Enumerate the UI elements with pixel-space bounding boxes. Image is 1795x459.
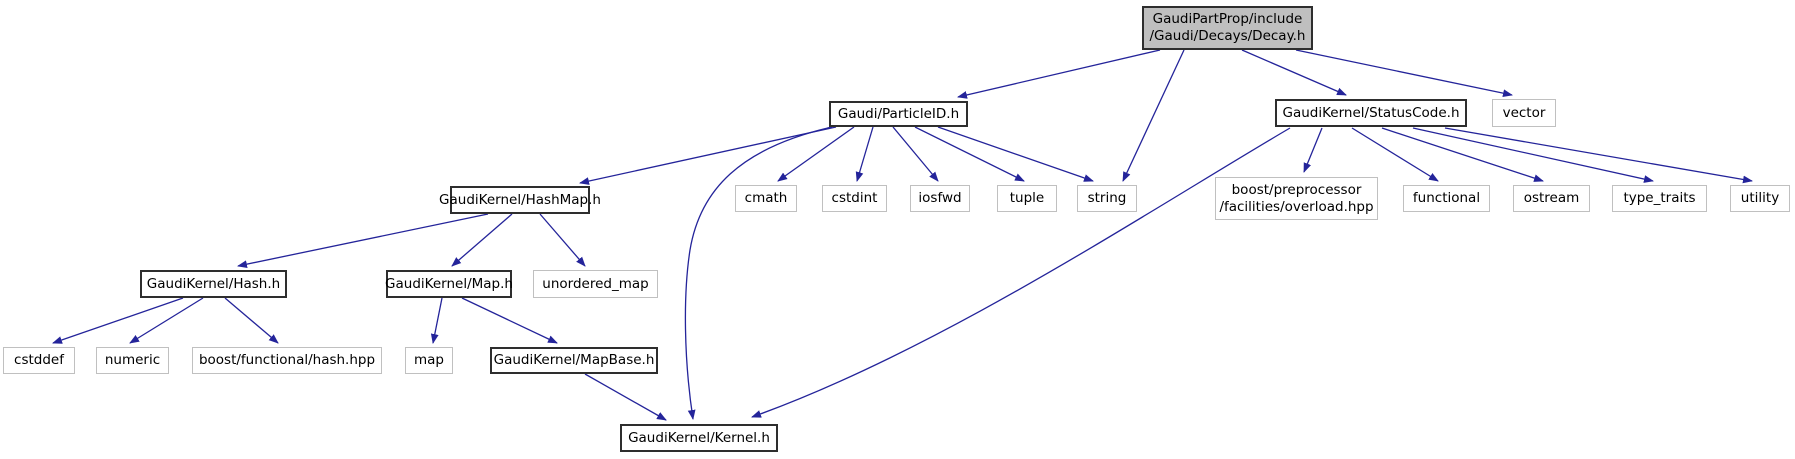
node-functional: functional: [1403, 185, 1490, 212]
edge-hash-to-cstddef: [52, 297, 184, 344]
node-particleid-label: Gaudi/ParticleID.h: [837, 105, 960, 122]
node-cstddef-label: cstddef: [14, 352, 64, 369]
edge-particleid-to-iosfwd: [892, 126, 939, 182]
node-decay-label-line1: GaudiPartProp/include: [1152, 11, 1303, 28]
edge-statuscode-to-kernel: [751, 127, 1291, 418]
node-hash-label: GaudiKernel/Hash.h: [146, 275, 281, 292]
edge-particleid-to-tuple: [914, 126, 1025, 182]
node-iosfwd-label: iosfwd: [918, 190, 962, 207]
edge-statuscode-to-functional: [1351, 127, 1439, 182]
node-vector: vector: [1492, 99, 1556, 127]
edge-decay-to-particleid: [957, 49, 1161, 99]
edge-hashmap-to-map-h: [451, 213, 513, 267]
node-ostream-label: ostream: [1523, 190, 1580, 207]
node-unordered-map-label: unordered_map: [542, 275, 649, 292]
node-boost-overload-label-line2: /facilities/overload.hpp: [1219, 198, 1374, 215]
edge-statuscode-to-boost-overload: [1303, 127, 1323, 173]
node-cstdint-label: cstdint: [831, 190, 878, 207]
node-hashmap-label: GaudiKernel/HashMap.h: [439, 191, 601, 208]
node-cmath: cmath: [735, 185, 797, 212]
node-utility: utility: [1730, 185, 1790, 212]
edge-hashmap-to-unordered-map: [539, 213, 586, 267]
node-kernel-label: GaudiKernel/Kernel.h: [628, 429, 770, 446]
node-string: string: [1077, 185, 1137, 212]
node-iosfwd: iosfwd: [910, 185, 970, 212]
node-tuple-label: tuple: [1009, 190, 1045, 207]
node-cstddef: cstddef: [3, 347, 75, 374]
node-numeric-label: numeric: [104, 352, 161, 369]
node-particleid[interactable]: Gaudi/ParticleID.h: [829, 101, 968, 127]
node-cstdint: cstdint: [822, 185, 887, 212]
node-boost-overload: boost/preprocessor /facilities/overload.…: [1215, 177, 1378, 220]
node-mapbase-label: GaudiKernel/MapBase.h: [493, 352, 655, 369]
node-statuscode[interactable]: GaudiKernel/StatusCode.h: [1275, 99, 1467, 127]
node-boost-hash-hpp-label: boost/functional/hash.hpp: [198, 352, 376, 369]
node-vector-label: vector: [1502, 104, 1546, 121]
node-ostream: ostream: [1513, 185, 1590, 212]
edge-map-h-to-map: [430, 297, 443, 344]
node-type-traits-label: type_traits: [1623, 190, 1696, 207]
node-kernel[interactable]: GaudiKernel/Kernel.h: [620, 424, 778, 452]
node-boost-overload-label-line1: boost/preprocessor: [1231, 181, 1362, 198]
node-functional-label: functional: [1412, 190, 1481, 207]
edge-decay-to-vector: [1295, 49, 1513, 97]
edge-particleid-to-kernel: [684, 126, 833, 420]
node-utility-label: utility: [1740, 190, 1780, 207]
node-statuscode-label: GaudiKernel/StatusCode.h: [1282, 104, 1460, 121]
edge-statuscode-to-utility: [1444, 127, 1753, 184]
edge-map-h-to-mapbase: [461, 297, 558, 344]
node-string-label: string: [1087, 190, 1127, 207]
edge-particleid-to-string: [937, 126, 1094, 182]
node-cmath-label: cmath: [744, 190, 788, 207]
edge-decay-to-string: [1122, 49, 1185, 182]
node-map-label: map: [414, 352, 444, 369]
edge-decay-to-statuscode: [1241, 49, 1347, 96]
node-map: map: [405, 347, 453, 374]
edge-particleid-to-hashmap: [579, 126, 837, 185]
edge-particleid-to-cstdint: [855, 126, 874, 182]
node-map-h[interactable]: GaudiKernel/Map.h: [385, 270, 513, 298]
node-decay-label-line2: /Gaudi/Decays/Decay.h: [1149, 28, 1306, 44]
node-boost-hash-hpp: boost/functional/hash.hpp: [192, 347, 382, 374]
node-unordered-map: unordered_map: [533, 270, 658, 298]
node-numeric: numeric: [96, 347, 169, 374]
node-type-traits: type_traits: [1612, 185, 1707, 212]
node-hashmap[interactable]: GaudiKernel/HashMap.h: [439, 186, 601, 214]
edge-statuscode-to-ostream: [1381, 127, 1544, 182]
node-map-h-label: GaudiKernel/Map.h: [385, 275, 513, 292]
edge-hash-to-numeric: [129, 297, 204, 344]
edge-hash-to-boost-hash-hpp: [224, 297, 279, 344]
edge-mapbase-to-kernel: [584, 373, 667, 421]
edge-statuscode-to-type-traits: [1412, 127, 1654, 183]
node-mapbase[interactable]: GaudiKernel/MapBase.h: [490, 347, 658, 374]
edge-hashmap-to-hash: [237, 213, 489, 268]
node-hash[interactable]: GaudiKernel/Hash.h: [140, 270, 287, 298]
edge-particleid-to-cmath: [777, 126, 855, 182]
node-decay-root: GaudiPartProp/include /Gaudi/Decays/Deca…: [1142, 6, 1313, 50]
node-tuple: tuple: [997, 185, 1057, 212]
